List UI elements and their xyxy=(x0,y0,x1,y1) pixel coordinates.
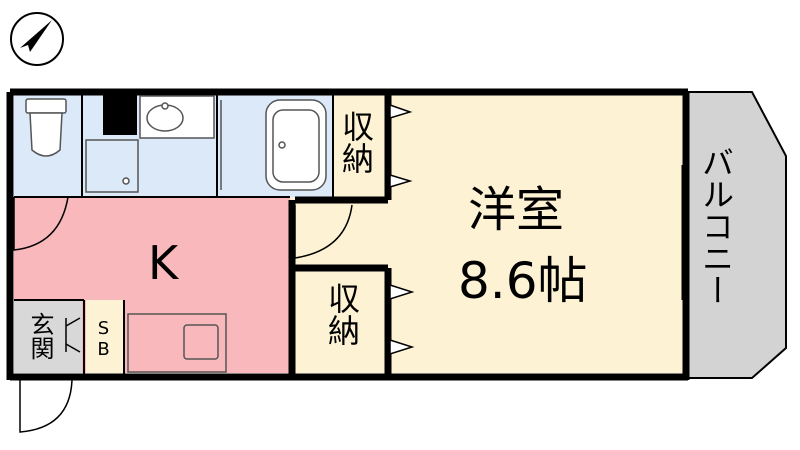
storage-mid-label: 収納 xyxy=(323,282,361,346)
hall-floor xyxy=(290,197,388,268)
western-room-floor xyxy=(388,95,684,373)
balcony-label: バルコニー xyxy=(697,146,735,306)
storage-top-floor xyxy=(333,95,388,197)
storage-mid-floor xyxy=(295,268,388,373)
western-room-name: 洋室 xyxy=(468,182,565,238)
door-swing-icon xyxy=(13,196,353,433)
entrance-label: 玄関 xyxy=(26,312,54,360)
entrance-floor xyxy=(14,300,82,373)
pillar xyxy=(103,95,137,135)
stove-icon xyxy=(127,313,227,373)
washbasin-icon xyxy=(85,95,215,193)
toilet-icon xyxy=(25,98,67,157)
shoe-box-label: SB xyxy=(93,318,114,360)
bathtub-icon xyxy=(220,99,327,191)
compass-north-arrow-icon xyxy=(10,12,64,66)
storage-door-markers xyxy=(389,103,415,356)
kitchen-label: K xyxy=(148,236,179,290)
shoe-box-floor xyxy=(86,300,124,373)
storage-top-label: 収納 xyxy=(337,110,375,174)
western-room-size: 8.6帖 xyxy=(458,252,588,310)
walls xyxy=(6,88,690,381)
